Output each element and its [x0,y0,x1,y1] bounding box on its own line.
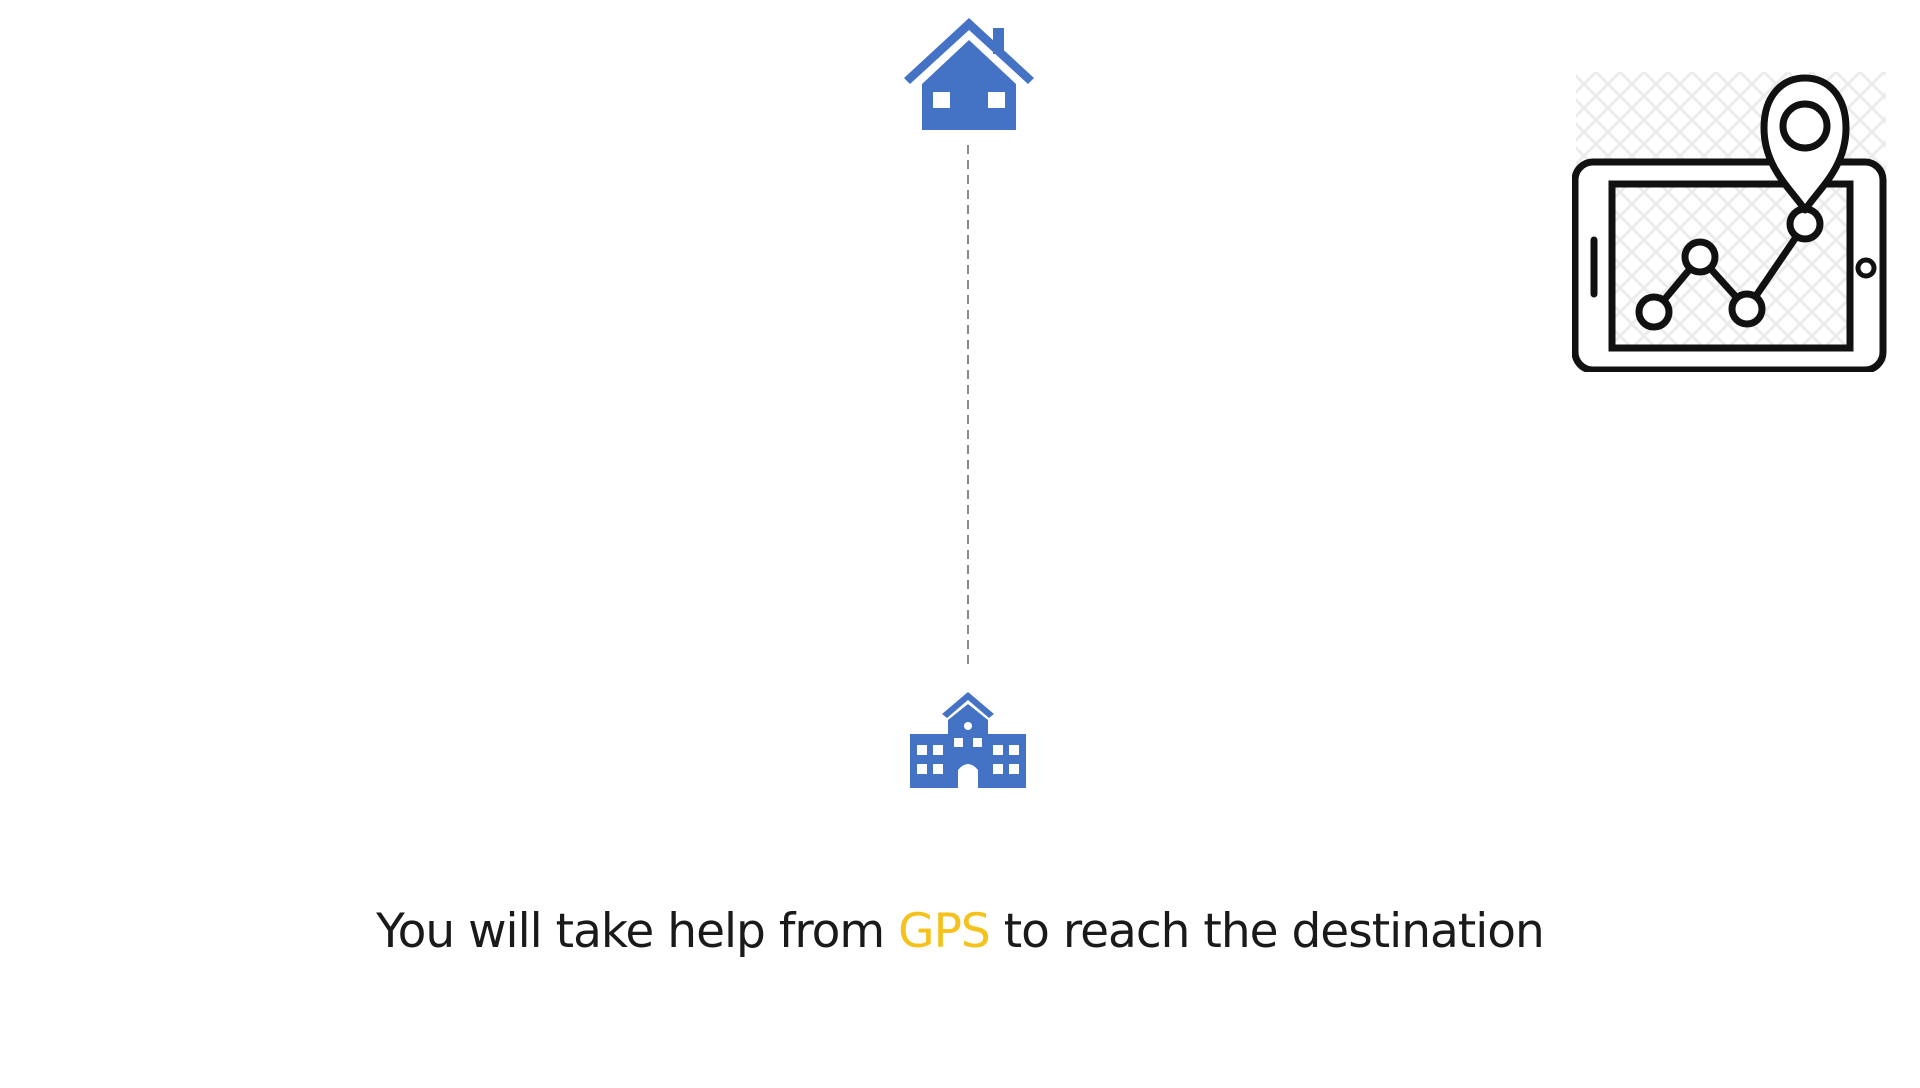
caption-text-end: to reach the destination [989,904,1545,959]
route-line [967,145,969,670]
school-icon [910,692,1026,788]
gps-phone-map-icon [1572,72,1887,372]
caption-text: You will take help from [376,904,899,959]
caption: You will take help from GPS to reach the… [0,904,1920,959]
house-icon [904,18,1034,130]
caption-gps-highlight: GPS [898,904,991,959]
